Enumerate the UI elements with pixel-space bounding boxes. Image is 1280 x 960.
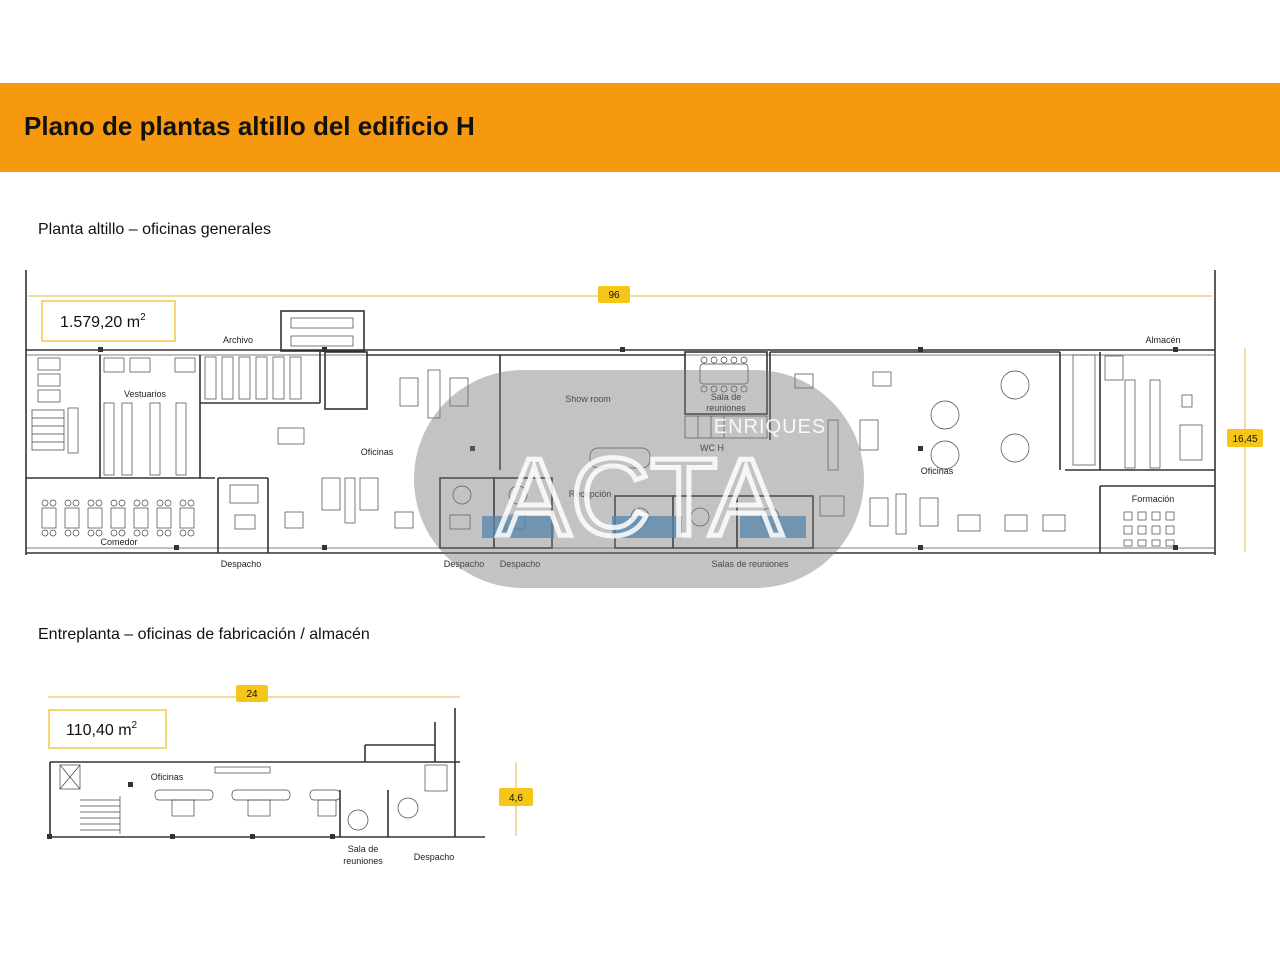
- area-box-entreplanta: [48, 709, 167, 749]
- room-label-comedor: Comedor: [100, 537, 137, 547]
- dimension-width-label-2: 24: [246, 689, 258, 700]
- photo-strip-left: [482, 516, 554, 538]
- structural-columns: [98, 347, 1178, 550]
- comedor-tables: [41, 499, 195, 537]
- area-value-entreplanta: 110,40 m2: [66, 720, 138, 739]
- dimension-width-label: 96: [608, 290, 620, 301]
- dimension-badge-width: [598, 286, 630, 303]
- room-label-salas-reuniones: Salas de reuniones: [711, 559, 789, 569]
- room-label-recepcion: Recepción: [569, 489, 612, 499]
- dimension-badge-height: [1227, 429, 1263, 447]
- photo-strip-middle: [612, 516, 682, 538]
- room-label-despacho-left: Despacho: [221, 559, 262, 569]
- room-label-archivo: Archivo: [223, 335, 253, 345]
- room-label-despacho-3: Despacho: [500, 559, 541, 569]
- formacion-seats: [1123, 511, 1175, 547]
- room-label-formacion: Formación: [1132, 494, 1175, 504]
- section-title-entreplanta: Entreplanta – oficinas de fabricación / …: [38, 626, 370, 643]
- floor-plan-altillo: 96 16,45 1.579,20 m2 Vestuarios: [25, 270, 1263, 588]
- room-label-oficinas-right: Oficinas: [921, 466, 954, 476]
- room-label-oficinas-left: Oficinas: [361, 447, 394, 457]
- area-value-altillo: 1.579,20 m2: [60, 312, 146, 331]
- room-label-despacho-2: Despacho: [444, 559, 485, 569]
- room-label-sala-entreplanta-2: reuniones: [343, 856, 383, 866]
- dimension-height-label: 16,45: [1232, 434, 1257, 445]
- room-label-despacho-entreplanta: Despacho: [414, 852, 455, 862]
- room-label-sala-entreplanta-1: Sala de: [348, 844, 379, 854]
- room-label-almacen: Almacén: [1145, 335, 1180, 345]
- room-label-sala-1: Sala de: [711, 392, 742, 402]
- room-label-wc: WC H: [700, 443, 724, 453]
- room-label-sala-2: reuniones: [706, 403, 746, 413]
- room-label-showroom: Show room: [565, 394, 611, 404]
- photo-strip-right: [740, 516, 806, 538]
- desks-entreplanta: [154, 766, 341, 817]
- dimension-badge-width-2: [236, 685, 268, 702]
- watermark-badge: [414, 370, 864, 588]
- dimension-badge-height-2: [499, 788, 533, 806]
- room-label-vestuarios: Vestuarios: [124, 389, 167, 399]
- header-banner: Plano de plantas altillo del edificio H: [0, 83, 1280, 172]
- floor-plan-entreplanta: 24 4,6 110,40 m2 Oficinas Sala de reunio…: [47, 685, 533, 866]
- dimension-height-label-2: 4,6: [509, 793, 523, 804]
- page-title: Plano de plantas altillo del edificio H: [24, 111, 475, 141]
- section-title-altillo: Planta altillo – oficinas generales: [38, 221, 272, 238]
- desks-oficinas-right: [794, 370, 1066, 535]
- desks-oficinas-left: [277, 369, 469, 529]
- room-label-oficinas-entreplanta: Oficinas: [151, 772, 184, 782]
- watermark-text: ENRIQUES: [714, 416, 826, 438]
- area-box-altillo: [41, 300, 176, 342]
- watermark-logo: ACTA: [497, 436, 783, 559]
